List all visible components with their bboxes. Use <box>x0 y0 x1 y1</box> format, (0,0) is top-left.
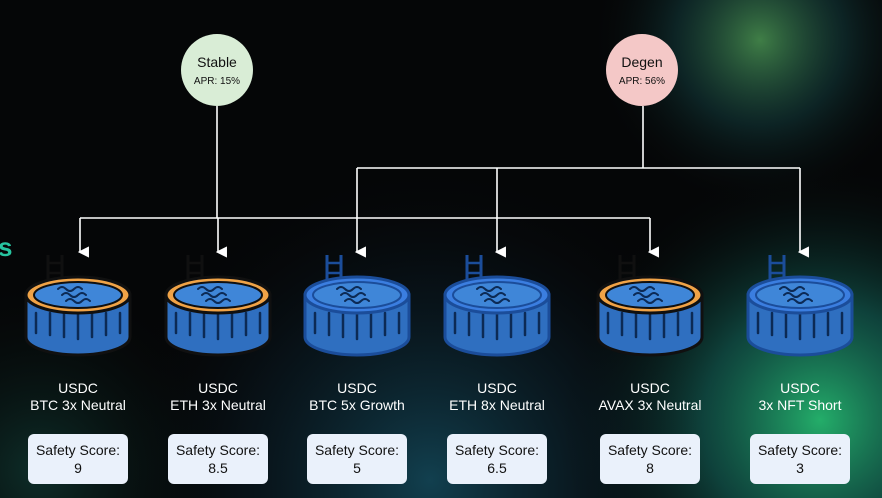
cluster-node-degen: Degen APR: 56% <box>606 34 678 106</box>
safety-score-value: 5 <box>353 460 361 476</box>
pool-icon <box>596 255 704 357</box>
pool-strategy: ETH 3x Neutral <box>170 397 266 413</box>
edge-glyph: s <box>0 232 13 262</box>
pool-strategy: AVAX 3x Neutral <box>598 397 702 413</box>
pool-icon <box>164 255 272 357</box>
cluster-apr: APR: 56% <box>618 75 666 87</box>
pool-icon <box>24 255 132 357</box>
safety-score-value: 3 <box>796 460 804 476</box>
safety-score-card: Safety Score: 5 <box>307 434 407 484</box>
safety-score-card: Safety Score: 8 <box>600 434 700 484</box>
pool-asset: USDC <box>477 380 517 396</box>
pool-asset: USDC <box>630 380 670 396</box>
safety-score-label: Safety Score: <box>757 442 843 458</box>
cluster-name: Stable <box>197 53 237 70</box>
safety-score-label: Safety Score: <box>175 442 261 458</box>
pool-asset: USDC <box>58 380 98 396</box>
pool-asset: USDC <box>337 380 377 396</box>
pool-icon <box>303 255 411 357</box>
safety-score-value: 8.5 <box>208 460 228 476</box>
pool-strategy: 3x NFT Short <box>758 397 842 413</box>
safety-score-label: Safety Score: <box>35 442 121 458</box>
safety-score-card: Safety Score: 8.5 <box>168 434 268 484</box>
safety-score-label: Safety Score: <box>607 442 693 458</box>
pool-icon <box>746 255 854 357</box>
pool-asset: USDC <box>198 380 238 396</box>
pool-strategy: ETH 8x Neutral <box>449 397 545 413</box>
cluster-apr: APR: 15% <box>193 75 241 87</box>
safety-score-label: Safety Score: <box>454 442 540 458</box>
cluster-name: Degen <box>621 53 663 70</box>
safety-score-value: 9 <box>74 460 82 476</box>
safety-score-value: 6.5 <box>487 460 507 476</box>
safety-score-card: Safety Score: 6.5 <box>447 434 547 484</box>
cluster-node-stable: Stable APR: 15% <box>181 34 253 106</box>
safety-score-card: Safety Score: 9 <box>28 434 128 484</box>
pool-icon <box>443 255 551 357</box>
safety-score-card: Safety Score: 3 <box>750 434 850 484</box>
pool-strategy: BTC 5x Growth <box>309 397 405 413</box>
pool-strategy: BTC 3x Neutral <box>30 397 126 413</box>
pool-asset: USDC <box>780 380 820 396</box>
safety-score-label: Safety Score: <box>314 442 400 458</box>
safety-score-value: 8 <box>646 460 654 476</box>
